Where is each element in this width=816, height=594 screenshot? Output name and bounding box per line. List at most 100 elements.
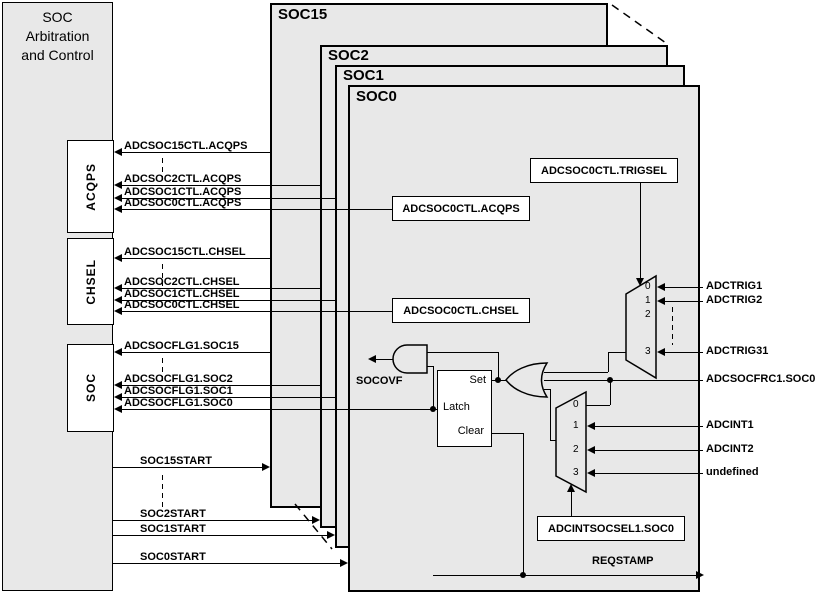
- wire-intmux-in0-a: [586, 405, 610, 406]
- wire-flg0: [122, 409, 437, 410]
- arrowhead-start1: [327, 531, 335, 539]
- arbitration-title-line1: SOC: [42, 9, 73, 25]
- wire-trigmux-out-b: [608, 352, 609, 372]
- wire-trigmux-out-c: [544, 372, 608, 373]
- junction-dot-set: [495, 377, 501, 383]
- wire-adcint1: [595, 426, 703, 427]
- latch-set-label: Set: [469, 374, 486, 386]
- arrowhead-intsocsel-select: [567, 484, 575, 492]
- wire-chsel1: [122, 300, 335, 301]
- arrowhead-start15: [262, 463, 270, 471]
- label-acqps0: ADCSOC0CTL.ACQPS: [124, 197, 242, 209]
- wire-adctrig1: [665, 287, 703, 288]
- arrowhead-flg15: [114, 348, 122, 356]
- arrowhead-adcint1: [587, 422, 595, 430]
- arrowhead-flg0: [114, 405, 122, 413]
- adcint-mux-input-2-label: 2: [573, 444, 579, 455]
- arrowhead-start0: [340, 559, 348, 567]
- arbitration-title-line2: Arbitration: [25, 28, 90, 44]
- latch-clear-label: Clear: [457, 425, 484, 437]
- card-soc2-title: SOC2: [328, 47, 369, 64]
- wire-start2: [113, 520, 312, 521]
- arrowhead-socovf: [368, 355, 376, 363]
- port-chsel-label: CHSEL: [83, 258, 98, 305]
- label-start0: SOC0START: [140, 551, 206, 563]
- break-diagonal-top: [611, 4, 667, 44]
- label-chsel0: ADCSOC0CTL.CHSEL: [124, 299, 240, 311]
- label-start1: SOC1START: [140, 523, 206, 535]
- arrowhead-adctrig1: [657, 283, 665, 291]
- label-start15: SOC15START: [140, 455, 212, 467]
- wire-chsel2: [122, 288, 320, 289]
- wire-adcint2: [595, 450, 703, 451]
- break-dashes-start: [162, 475, 163, 512]
- wire-start0: [113, 563, 340, 564]
- label-acqps1: ADCSOC1CTL.ACQPS: [124, 186, 242, 198]
- break-dashes-flg: [162, 358, 163, 382]
- arrowhead-adctrig2: [657, 297, 665, 305]
- acqps-register-box: ADCSOC0CTL.ACQPS: [392, 196, 530, 221]
- trigger-mux-input-2-label: 2: [645, 309, 651, 320]
- wire-and-in-top-drop: [498, 352, 499, 380]
- soc-flag-latch: Set Latch Clear: [437, 370, 492, 447]
- break-dashes-acqps: [162, 158, 163, 180]
- arrowhead-reqstamp: [696, 571, 704, 579]
- wire-acqps15: [122, 152, 270, 153]
- wire-adctrig2: [665, 301, 703, 302]
- wire-socovf: [376, 359, 394, 360]
- label-adcsocfrc: ADCSOCFRC1.SOC0: [706, 373, 816, 385]
- wire-and-in-bottom: [427, 366, 433, 367]
- arbitration-title-line3: and Control: [21, 47, 94, 63]
- wire-start15: [113, 467, 262, 468]
- label-flg15: ADCSOCFLG1.SOC15: [124, 340, 239, 352]
- label-adctrig31: ADCTRIG31: [706, 345, 769, 357]
- wire-start1: [113, 535, 327, 536]
- wire-undefined: [595, 473, 703, 474]
- arrowhead-flg2: [114, 381, 122, 389]
- wire-clear-a: [492, 433, 523, 434]
- trigger-mux-input-0-label: 0: [645, 281, 651, 292]
- trigger-mux-input-1-label: 1: [645, 295, 651, 306]
- arrowhead-acqps0: [114, 205, 122, 213]
- wire-chsel0: [122, 311, 392, 312]
- arrowhead-chsel0: [114, 307, 122, 315]
- arbitration-title: SOC Arbitration and Control: [2, 8, 113, 65]
- arrowhead-flg1: [114, 393, 122, 401]
- card-soc15-title: SOC15: [278, 6, 328, 23]
- port-acqps: ACQPS: [67, 140, 114, 233]
- label-start2: SOC2START: [140, 508, 206, 520]
- label-chsel2: ADCSOC2CTL.CHSEL: [124, 276, 240, 288]
- arrowhead-undefined: [587, 469, 595, 477]
- label-flg1: ADCSOCFLG1.SOC1: [124, 385, 233, 397]
- wire-trigmux-out-a: [608, 352, 626, 353]
- wire-acqps2: [122, 185, 320, 186]
- wire-chsel15: [122, 258, 270, 259]
- port-soc: SOC: [67, 344, 114, 432]
- label-socovf: SOCOVF: [356, 375, 403, 387]
- wire-and-in-bottom-drop: [433, 366, 434, 409]
- arrowhead-chsel2: [114, 284, 122, 292]
- arrowhead-trigsel-select: [636, 278, 644, 286]
- wire-adctrig31: [665, 352, 703, 353]
- wire-adcsocfrc: [544, 380, 703, 381]
- trigger-mux-input-3-label: 3: [645, 346, 651, 357]
- arrowhead-chsel15: [114, 254, 122, 262]
- port-soc-label: SOC: [83, 373, 98, 403]
- arrowhead-acqps15: [114, 148, 122, 156]
- arrowhead-acqps1: [114, 194, 122, 202]
- label-chsel15: ADCSOC15CTL.CHSEL: [124, 246, 246, 258]
- label-adctrig1: ADCTRIG1: [706, 280, 763, 292]
- label-undefined: undefined: [706, 466, 759, 478]
- wire-intmux-in0-b: [610, 380, 611, 405]
- port-acqps-label: ACQPS: [83, 162, 98, 211]
- wire-acqps1: [122, 198, 335, 199]
- wire-intmux-out-c: [544, 389, 550, 390]
- card-soc1-title: SOC1: [343, 67, 384, 84]
- wire-flg15: [122, 352, 270, 353]
- arrowhead-start2: [312, 516, 320, 524]
- arrowhead-adcint2: [587, 446, 595, 454]
- break-dashes-chsel: [162, 264, 163, 286]
- label-flg2: ADCSOCFLG1.SOC2: [124, 373, 233, 385]
- junction-dot-frc: [607, 377, 613, 383]
